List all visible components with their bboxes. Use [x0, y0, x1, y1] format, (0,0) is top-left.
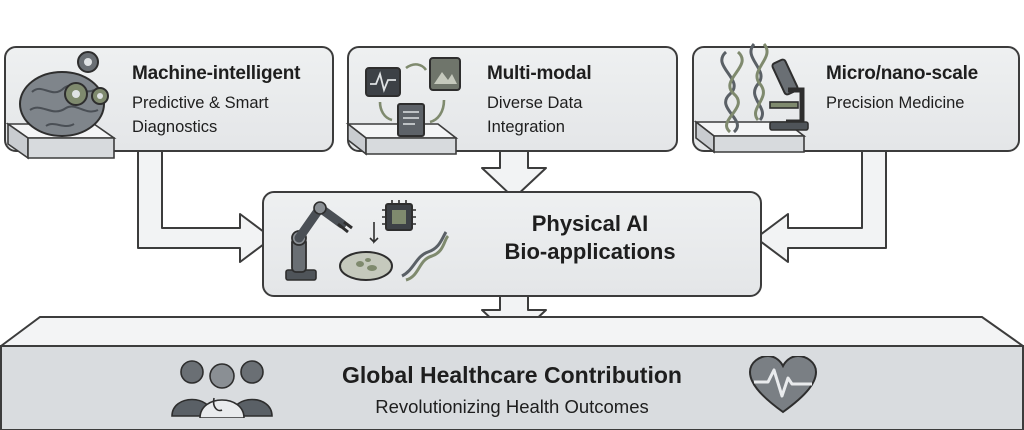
arrow-left-to-center: [137, 149, 273, 263]
card-subtitle-multi-modal: Diverse Data Integration: [487, 91, 582, 139]
card-subtitle-line: Integration: [487, 118, 565, 136]
card-subtitle-micro-nano-scale: Precision Medicine: [826, 91, 964, 115]
card-subtitle-line: Precision Medicine: [826, 94, 965, 112]
card-subtitle-machine-intelligent: Predictive & Smart Diagnostics: [132, 91, 269, 139]
center-physical-ai-box: [262, 191, 762, 297]
card-title-micro-nano-scale: Micro/nano-scale: [826, 63, 979, 84]
card-title-multi-modal: Multi-modal: [487, 63, 592, 84]
arrow-right-to-center: [755, 149, 887, 263]
center-title: Physical AI Bio-applications: [470, 210, 710, 266]
heart-pulse-icon: [748, 356, 818, 414]
brain-gears-icon: [5, 51, 117, 160]
bottom-title: Global Healthcare Contribution: [342, 362, 682, 388]
doctors-icon: [171, 360, 273, 418]
bottom-subtitle: Revolutionizing Health Outcomes: [375, 396, 649, 417]
card-subtitle-line: Diverse Data: [487, 94, 583, 112]
card-title-machine-intelligent: Machine-intelligent: [132, 63, 301, 84]
card-subtitle-line: Diagnostics: [132, 118, 218, 136]
card-subtitle-line: Predictive & Smart: [132, 94, 269, 112]
data-cycle-icon: [345, 57, 461, 156]
robot-arm-chip-dna-icon: [285, 200, 450, 282]
center-title-line: Physical AI: [531, 211, 649, 236]
arrow-top-to-center: [481, 149, 547, 199]
center-title-line: Bio-applications: [504, 239, 676, 264]
dna-microscope-icon: [693, 43, 809, 154]
